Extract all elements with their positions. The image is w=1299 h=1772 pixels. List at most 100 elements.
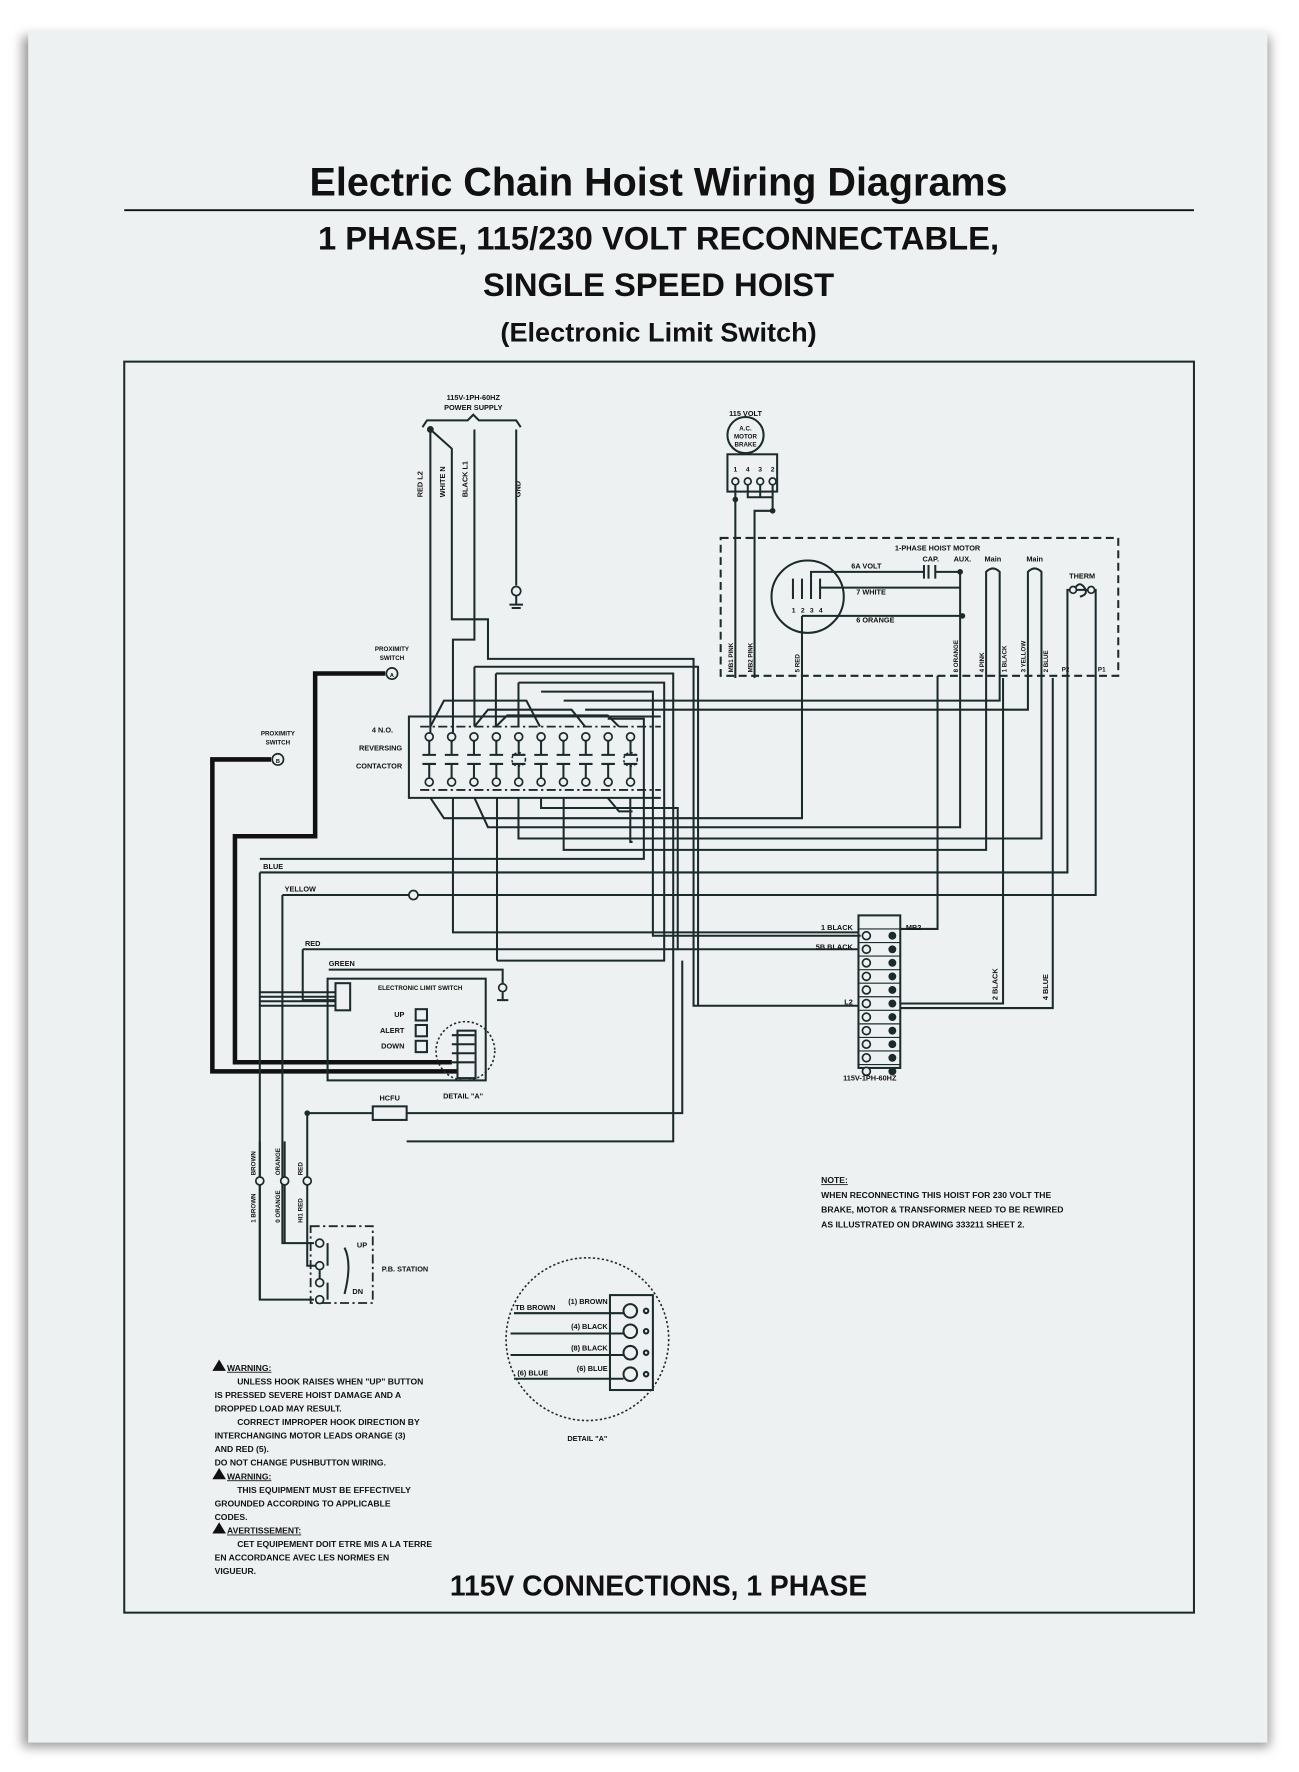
detail-a-reference: DETAIL "A"	[443, 1091, 483, 1100]
note-heading: NOTE:	[821, 1175, 848, 1185]
note-line: WHEN RECONNECTING THIS HOIST FOR 230 VOL…	[821, 1190, 1051, 1200]
brake-terminal-4: 4	[746, 466, 750, 473]
lead-1-black-label: 1 BLACK	[1001, 645, 1008, 672]
contact-pole	[622, 732, 639, 787]
pb-lead-1-brown: 1 BROWN	[250, 1193, 257, 1223]
lead-5-red-label: 5 RED	[795, 654, 802, 673]
lead-7-white-label: 7 WHITE	[856, 587, 886, 596]
contactor-label-2: REVERSING	[359, 743, 402, 752]
terminal-row	[858, 1023, 901, 1036]
detail-black-8: (8) BLACK	[571, 1343, 608, 1352]
pb-lead-red: RED	[298, 1162, 305, 1176]
lead-p1-label: P1	[1098, 666, 1106, 673]
note-line: BRAKE, MOTOR & TRANSFORMER NEED TO BE RE…	[821, 1205, 1063, 1215]
warning-line: INTERCHANGING MOTOR LEADS ORANGE (3)	[215, 1431, 406, 1441]
brake-terminal-3: 3	[758, 466, 762, 473]
terminal-block: 115V-1PH-60HZ 1 BLACK 5B BLACK L2 MB2 2 …	[816, 678, 1054, 1082]
electronic-limit-switch: ELECTRONIC LIMIT SWITCH UP ALERT DOWN DE…	[304, 960, 684, 1121]
main-winding-1-label: Main	[985, 555, 1002, 564]
pb-lead-orange: ORANGE	[275, 1148, 282, 1175]
warning-line: EN ACCORDANCE AVEC LES NORMES EN	[215, 1553, 390, 1563]
wire-label-white-n: WHITE N	[438, 466, 447, 497]
led-up-label: UP	[394, 1010, 404, 1019]
power-supply: 115V-1PH-60HZ POWER SUPPLY RED L2 WHITE …	[415, 393, 859, 1007]
contact-pole	[467, 732, 481, 787]
terminal-block-label: 115V-1PH-60HZ	[843, 1073, 897, 1082]
detail-tb-brown: TB BROWN	[515, 1303, 555, 1312]
terminal-row	[858, 1050, 901, 1063]
supply-brace	[421, 413, 522, 428]
lead-6-orange-label: 6 ORANGE	[856, 616, 894, 625]
detail-blue-6b: (6) BLUE	[517, 1368, 548, 1377]
terminal-row	[858, 1036, 901, 1050]
capacitor-icon	[922, 565, 937, 579]
brake-voltage: 115 VOLT	[729, 409, 762, 418]
tb-2-black-label: 2 BLACK	[990, 968, 999, 1000]
proximity-switch-b	[271, 752, 285, 766]
contactor-label-1: 4 N.O.	[372, 725, 393, 734]
pb-station-label: P.B. STATION	[382, 1264, 428, 1273]
brake-label-1: A.C.	[739, 426, 752, 433]
motor-terminal-1: 1	[792, 608, 796, 615]
warning-line: GROUNDED ACCORDING TO APPLICABLE	[215, 1498, 391, 1508]
warning-line: AND RED (5).	[215, 1444, 269, 1454]
warning-triangle-icon	[212, 1359, 226, 1371]
contact-pole	[444, 732, 459, 787]
wire-label-red-l2: RED L2	[415, 471, 424, 497]
proximity-b-label-2: SWITCH	[266, 740, 291, 747]
warning-heading: WARNING:	[227, 1471, 271, 1481]
detail-a-title: DETAIL "A"	[567, 1434, 607, 1443]
hoist-motor: 1-PHASE HOIST MOTOR 1 2 3 4 6A VOLT CAP.…	[719, 536, 1120, 679]
subtitle-line2: SINGLE SPEED HOIST	[483, 266, 834, 303]
ground-icon	[509, 585, 523, 610]
brake-terminal-2: 2	[771, 466, 775, 473]
proximity-switches: PROXIMITY SWITCH A PROXIMITY SWITCH B	[210, 646, 458, 1074]
wire-label-red: RED	[305, 939, 320, 948]
cap-label: CAP.	[922, 555, 939, 564]
terminal-row	[858, 955, 901, 968]
motor-enclosure	[719, 536, 1120, 677]
brake-label-3: BRAKE	[734, 441, 756, 448]
main-windings	[985, 567, 1043, 679]
detail-a: (1) BROWN TB BROWN (4) BLACK (8) BLACK (…	[505, 1257, 670, 1443]
warning-line: DO NOT CHANGE PUSHBUTTON WIRING.	[215, 1458, 386, 1468]
detail-brown-1: (1) BROWN	[568, 1297, 607, 1306]
led-alert	[414, 1023, 428, 1038]
lead-3-yellow-label: 3 YELLOW	[1021, 641, 1028, 673]
detail-blue-6a: (6) BLUE	[577, 1364, 608, 1373]
motor-terminal-4: 4	[819, 608, 823, 615]
contact-pole	[511, 732, 527, 787]
tb-4-blue-label: 4 BLUE	[1041, 974, 1050, 1000]
contact-pole	[422, 732, 437, 787]
brake-terminal-1: 1	[733, 466, 737, 473]
warning-heading: WARNING:	[227, 1363, 271, 1373]
warning-heading: AVERTISSEMENT:	[227, 1526, 301, 1536]
terminal-row	[858, 996, 901, 1009]
warning-line: THIS EQUIPMENT MUST BE EFFECTIVELY	[237, 1485, 411, 1495]
warning-line: IS PRESSED SEVERE HOIST DAMAGE AND A	[215, 1390, 402, 1400]
thermal-icon	[1066, 583, 1097, 679]
brake-label-2: MOTOR	[734, 433, 757, 440]
wire-label-black-l1: BLACK L1	[461, 461, 470, 497]
motor-brake: 115 VOLT A.C. MOTOR BRAKE 1 4 3 2	[726, 409, 779, 679]
note-line: AS ILLUSTRATED ON DRAWING 333211 SHEET 2…	[821, 1219, 1024, 1229]
warning-line: DROPPED LOAD MAY RESULT.	[215, 1403, 342, 1413]
proximity-b-label-1: PROXIMITY	[261, 731, 296, 738]
proximity-a-label-2: SWITCH	[380, 655, 405, 662]
pb-lead-brown: BROWN	[250, 1151, 257, 1176]
pb-up-label: UP	[357, 1241, 367, 1250]
terminal-row	[858, 941, 901, 955]
tb-l2-label: L2	[844, 998, 853, 1007]
reconnection-note: NOTE: WHEN RECONNECTING THIS HOIST FOR 2…	[821, 1175, 1063, 1229]
warning-triangle-icon	[212, 1522, 226, 1534]
power-supply-label: POWER SUPPLY	[444, 403, 502, 412]
terminal-row	[858, 969, 901, 982]
proximity-a-label-1: PROXIMITY	[375, 646, 410, 653]
motor-terminal-2: 2	[801, 608, 805, 615]
warning-line: UNLESS HOOK RAISES WHEN "UP" BUTTON	[237, 1376, 423, 1386]
diagram-caption: 115V CONNECTIONS, 1 PHASE	[450, 1570, 867, 1602]
tb-1-black-label: 1 BLACK	[821, 923, 853, 932]
tb-5b-black-label: 5B BLACK	[816, 942, 854, 951]
led-up	[414, 1008, 428, 1022]
lead-p2-label: P2	[1062, 666, 1070, 673]
